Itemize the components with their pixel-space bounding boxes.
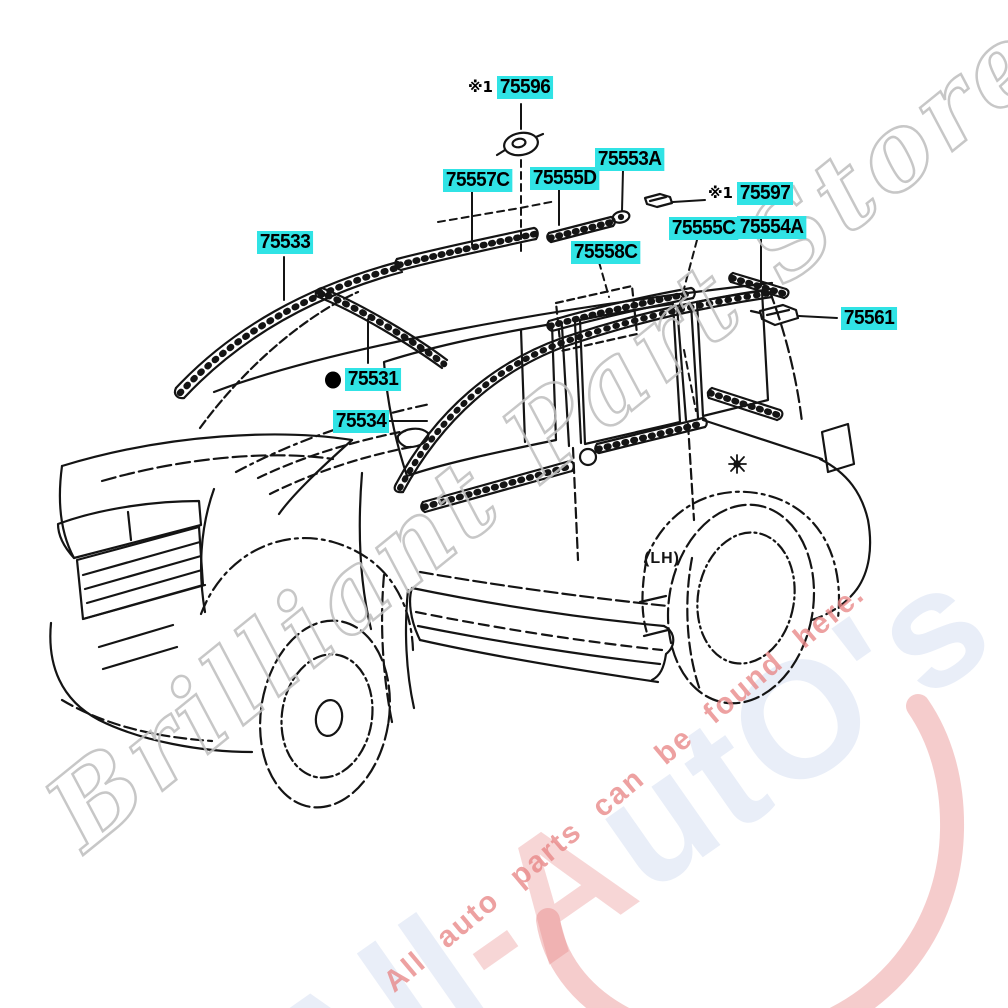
part-label-75554A[interactable]: 75554A [737, 216, 810, 239]
lh-note: (LH) [644, 550, 680, 567]
part-label-75555C[interactable]: 75555C [669, 217, 742, 240]
part-number: 75558C [571, 241, 641, 264]
part-label-75534[interactable]: 75534 [333, 410, 392, 433]
part-label-75531[interactable]: 75531 [325, 368, 404, 391]
ref-mark: ※1 [467, 78, 493, 96]
part-number: 75597 [737, 182, 794, 205]
part-number: 75561 [841, 307, 898, 330]
part-number: 75533 [257, 231, 314, 254]
leader-lines [283, 103, 838, 422]
part-number: 75553A [595, 148, 665, 171]
part-number: 75555C [669, 217, 739, 240]
part-label-75597[interactable]: ※1 75597 [708, 182, 796, 205]
part-label-75558C[interactable]: 75558C [571, 241, 644, 264]
part-label-75596[interactable]: ※1 75596 [468, 76, 556, 99]
part-number: 75555D [530, 167, 600, 190]
part-number: 75557C [443, 169, 513, 192]
part-label-75557C[interactable]: 75557C [443, 169, 516, 192]
part-label-75561[interactable]: 75561 [841, 307, 900, 330]
part-number: 75531 [345, 368, 402, 391]
bullet-dot-icon [325, 371, 341, 388]
ref-mark: ※1 [707, 184, 733, 202]
part-number: 75534 [333, 410, 390, 433]
part-label-75553A[interactable]: 75553A [595, 148, 668, 171]
part-label-75533[interactable]: 75533 [257, 231, 316, 254]
part-label-75555D[interactable]: 75555D [530, 167, 603, 190]
part-number: 75596 [497, 76, 554, 99]
part-number: 75554A [737, 216, 807, 239]
